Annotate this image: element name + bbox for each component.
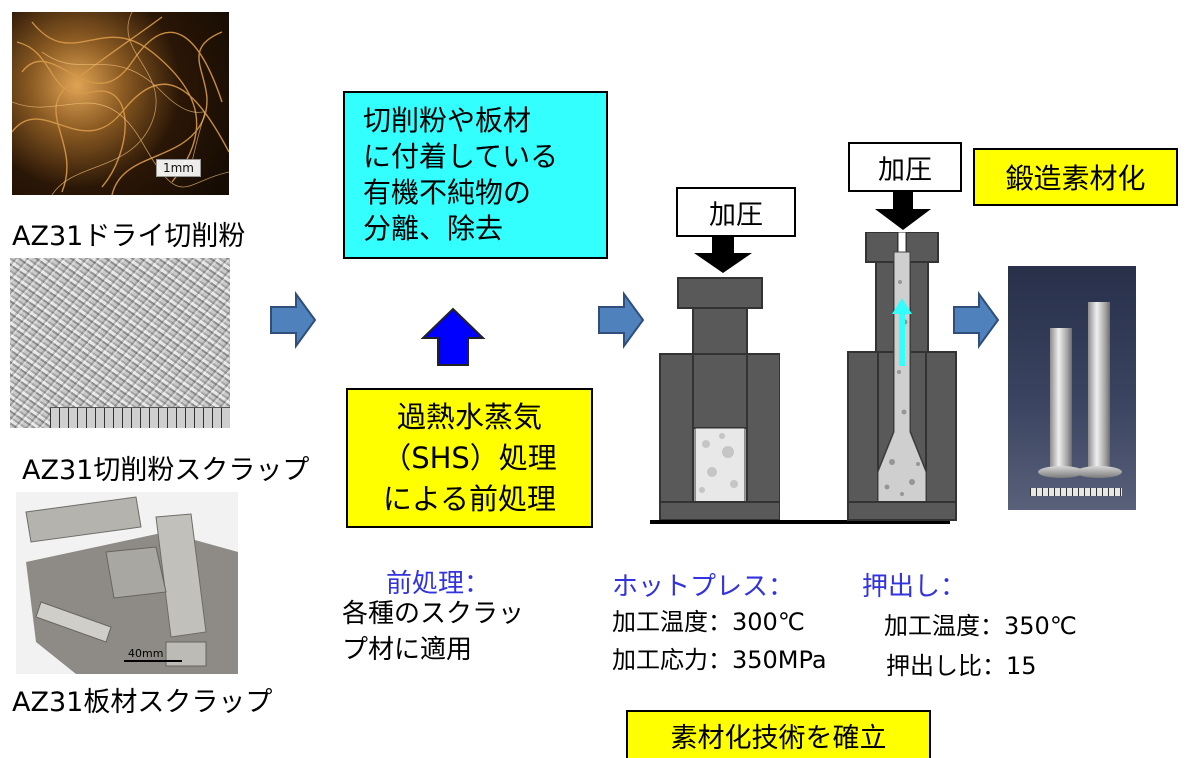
rod-1 [1050, 328, 1072, 470]
hotpress-temp: 加工温度：300℃ [612, 608, 805, 636]
scale-label-1mm: 1mm [155, 159, 201, 177]
right-arrow-2 [598, 291, 645, 349]
pretreatment-title: 前処理： [386, 569, 491, 599]
ruler [50, 407, 230, 428]
extrusion-pressure-text: 加圧 [878, 154, 932, 186]
caption-sheet-scrap: AZ31板材スクラップ [12, 687, 273, 718]
caption-chip-scrap: AZ31切削粉スクラップ [22, 455, 310, 486]
photo-sheet-scrap: 40mm [16, 492, 238, 674]
extrusion-temp: 加工温度：350℃ [884, 612, 1077, 640]
forging-box: 鍛造素材化 [973, 148, 1178, 206]
hotpress-pressure-label: 加圧 [676, 187, 796, 237]
forging-text: 鍛造素材化 [1005, 162, 1146, 195]
hotpress-title: ホットプレス： [612, 572, 795, 602]
photo-chip-scrap [10, 258, 230, 428]
caption-dry-chips: AZ31ドライ切削粉 [12, 221, 246, 252]
rod-2 [1088, 302, 1110, 470]
product-ruler [1030, 488, 1122, 496]
sheet-pieces [25, 496, 238, 674]
chip-strands [12, 12, 229, 195]
hotpress-pressure-text: 加圧 [709, 199, 763, 231]
scale-label-40mm: 40mm [128, 647, 164, 660]
extrusion-pressure-label: 加圧 [848, 142, 962, 192]
establish-box: 素材化技術を確立 [626, 710, 931, 758]
separation-box: 切削粉や板材 に付着している 有機不純物の 分離、除去 [343, 91, 608, 259]
scale-bar [124, 660, 182, 662]
right-arrow-1 [270, 291, 317, 349]
right-arrow-3 [953, 291, 1000, 349]
extrusion-ratio: 押出し比：15 [886, 652, 1037, 680]
separation-text: 切削粉や板材 に付着している 有機不純物の 分離、除去 [363, 104, 559, 245]
hotpress-stress: 加工応力：350MPa [612, 646, 827, 674]
photo-dry-chips: 1mm [12, 12, 229, 195]
hotpress-down-arrow [694, 237, 752, 273]
shs-text: 過熱水蒸気 （SHS）処理 による前処理 [382, 399, 557, 516]
rod-head-2 [1076, 466, 1122, 478]
hotpress-die [659, 277, 780, 521]
up-arrow [420, 307, 486, 366]
establish-text: 素材化技術を確立 [670, 722, 887, 754]
press-base-line [650, 520, 950, 524]
shs-box: 過熱水蒸気 （SHS）処理 による前処理 [346, 388, 593, 528]
extrusion-die [847, 232, 957, 521]
pretreatment-desc: 各種のスクラッ プ材に適用 [342, 599, 525, 665]
rod-head-1 [1038, 466, 1084, 478]
photo-forged-rods [1008, 266, 1136, 510]
extrusion-down-arrow [875, 192, 931, 230]
extrusion-title: 押出し： [862, 572, 967, 602]
